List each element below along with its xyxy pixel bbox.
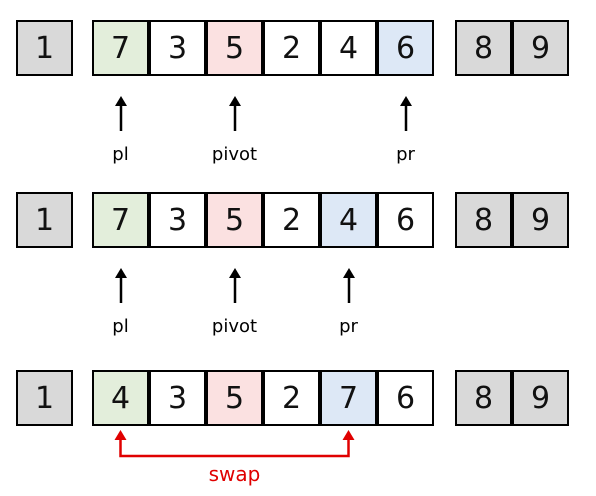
array-cell: 3 — [149, 20, 206, 76]
pointer-label-pr: pr — [339, 316, 358, 337]
array-cell: 2 — [263, 192, 320, 248]
array-cell: 2 — [263, 370, 320, 426]
array-cell: 3 — [149, 192, 206, 248]
sorted-cell-right: 8 — [455, 192, 512, 248]
array-cell-pl: 7 — [92, 20, 149, 76]
swap-label: swap — [208, 462, 261, 486]
pointer-label-pivot: pivot — [211, 316, 258, 337]
array-cell: 6 — [377, 192, 434, 248]
array-cell: 4 — [320, 20, 377, 76]
sorted-cell-left: 1 — [16, 192, 73, 248]
sorted-cell-right: 9 — [512, 370, 569, 426]
array-cell-pivot: 5 — [206, 370, 263, 426]
sorted-cell-right: 9 — [512, 192, 569, 248]
pointer-arrow-icon — [399, 96, 412, 131]
array-cell-pl: 7 — [92, 192, 149, 248]
pointer-arrow-icon — [114, 96, 127, 131]
pointer-label-pl: pl — [112, 316, 129, 337]
pointer-arrow-icon — [228, 268, 241, 303]
pointer-arrow-icon — [114, 268, 127, 303]
sorted-cell-right: 8 — [455, 370, 512, 426]
pointer-arrow-icon — [228, 96, 241, 131]
array-cell-pivot: 5 — [206, 192, 263, 248]
array-cell-pr: 6 — [377, 20, 434, 76]
array-cell: 6 — [377, 370, 434, 426]
pointer-label-pl: pl — [112, 144, 129, 165]
array-cell-pl: 4 — [92, 370, 149, 426]
array-cell: 3 — [149, 370, 206, 426]
sorted-cell-right: 9 — [512, 20, 569, 76]
array-cell: 2 — [263, 20, 320, 76]
array-cell-pivot: 5 — [206, 20, 263, 76]
sorted-cell-right: 8 — [455, 20, 512, 76]
sorted-cell-left: 1 — [16, 20, 73, 76]
pointer-label-pivot: pivot — [211, 144, 258, 165]
pointer-label-pr: pr — [396, 144, 415, 165]
array-cell-pr: 7 — [320, 370, 377, 426]
array-cell-pr: 4 — [320, 192, 377, 248]
sorted-cell-left: 1 — [16, 370, 73, 426]
pointer-arrow-icon — [342, 268, 355, 303]
